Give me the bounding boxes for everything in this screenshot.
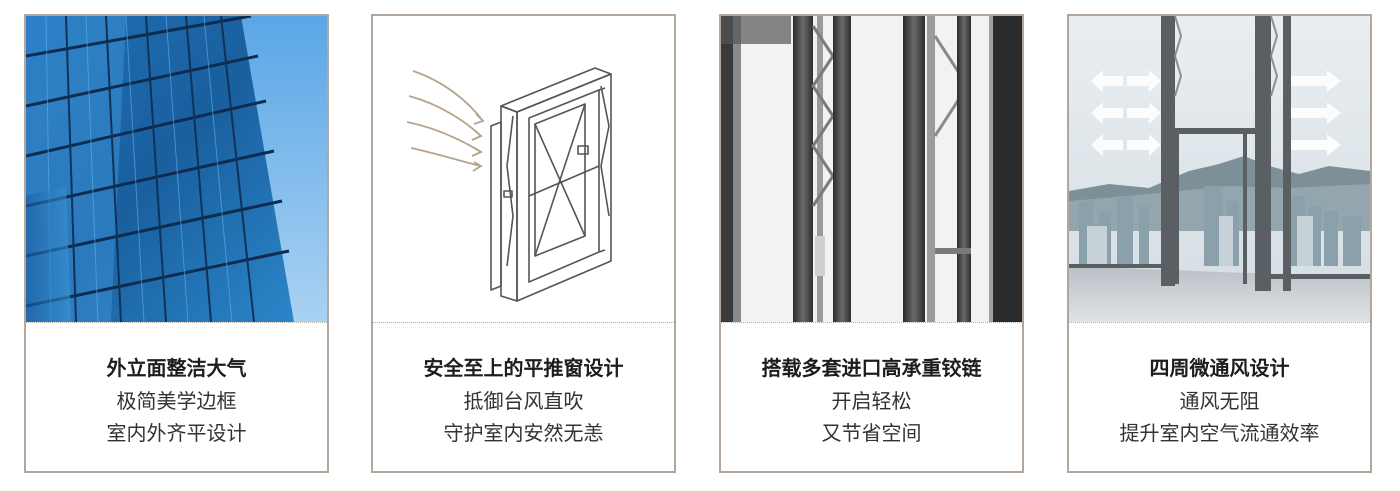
card-text: 安全至上的平推窗设计 抵御台风直吹 守护室内安然无恙: [373, 351, 674, 449]
glass-facade-photo: [26, 16, 327, 322]
card-divider: [721, 322, 1022, 323]
card-title: 安全至上的平推窗设计: [423, 356, 624, 380]
card-line-2: 又节省空间: [821, 421, 922, 445]
card-line-2: 守护室内安然无恙: [443, 421, 604, 445]
card-line-1: 抵御台风直吹: [463, 389, 584, 413]
feature-card-casement: 安全至上的平推窗设计 抵御台风直吹 守护室内安然无恙: [371, 14, 676, 473]
card-title: 四周微通风设计: [1149, 356, 1290, 380]
card-divider: [26, 322, 327, 323]
card-line-2: 室内外齐平设计: [106, 421, 247, 445]
card-line-1: 开启轻松: [831, 389, 912, 413]
card-divider: [1069, 322, 1370, 323]
ventilation-window-photo: [1069, 16, 1370, 322]
casement-window-diagram: [373, 16, 674, 322]
card-divider: [373, 322, 674, 323]
card-text: 外立面整洁大气 极简美学边框 室内外齐平设计: [26, 351, 327, 449]
feature-card-facade: 外立面整洁大气 极简美学边框 室内外齐平设计: [24, 14, 329, 473]
window-hinge-photo: [721, 16, 1022, 322]
card-text: 搭载多套进口高承重铰链 开启轻松 又节省空间: [721, 351, 1022, 449]
card-line-1: 通风无阻: [1179, 389, 1260, 413]
card-title: 外立面整洁大气: [106, 356, 247, 380]
airflow-arrow-icon: [1091, 70, 1341, 156]
card-line-1: 极简美学边框: [116, 389, 237, 413]
card-line-2: 提升室内空气流通效率: [1119, 421, 1320, 445]
card-text: 四周微通风设计 通风无阻 提升室内空气流通效率: [1069, 351, 1370, 449]
card-title: 搭载多套进口高承重铰链: [761, 356, 982, 380]
feature-card-hinge: 搭载多套进口高承重铰链 开启轻松 又节省空间: [719, 14, 1024, 473]
wind-arrow-icon: [406, 70, 485, 172]
feature-card-ventilation: 四周微通风设计 通风无阻 提升室内空气流通效率: [1067, 14, 1372, 473]
